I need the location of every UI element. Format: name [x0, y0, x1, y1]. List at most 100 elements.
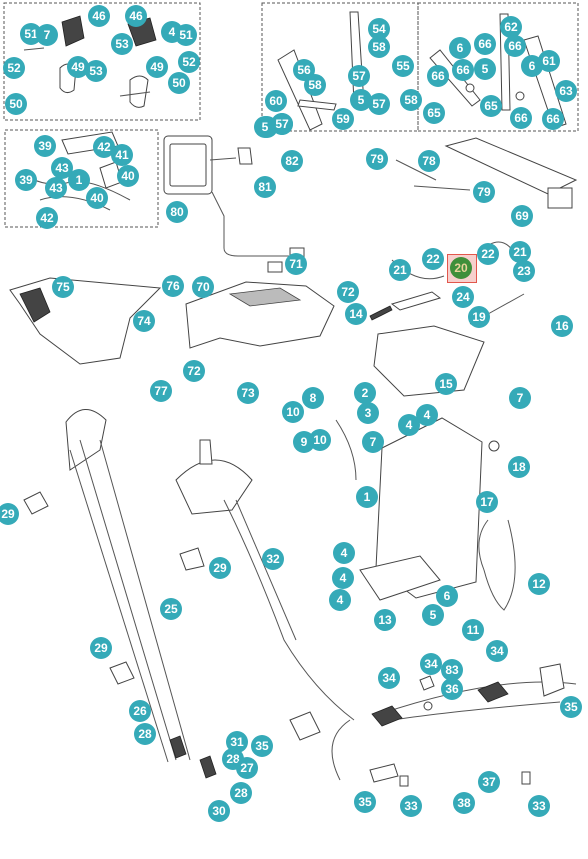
callout-part-69[interactable]: 69 [511, 205, 533, 227]
callout-part-35[interactable]: 35 [251, 735, 273, 757]
callout-part-57[interactable]: 57 [348, 65, 370, 87]
callout-part-38[interactable]: 38 [453, 792, 475, 814]
callout-part-40[interactable]: 40 [117, 165, 139, 187]
callout-part-82[interactable]: 82 [281, 150, 303, 172]
callout-part-75[interactable]: 75 [52, 276, 74, 298]
callout-part-43[interactable]: 43 [45, 177, 67, 199]
callout-part-59[interactable]: 59 [332, 108, 354, 130]
callout-part-1[interactable]: 1 [68, 169, 90, 191]
callout-part-37[interactable]: 37 [478, 771, 500, 793]
callout-part-79[interactable]: 79 [473, 181, 495, 203]
callout-part-5[interactable]: 5 [474, 58, 496, 80]
callout-part-62[interactable]: 62 [500, 16, 522, 38]
callout-part-5[interactable]: 5 [422, 604, 444, 626]
callout-part-53[interactable]: 53 [111, 33, 133, 55]
callout-part-22[interactable]: 22 [422, 248, 444, 270]
callout-part-30[interactable]: 30 [208, 800, 230, 822]
callout-part-21[interactable]: 21 [389, 259, 411, 281]
callout-part-4[interactable]: 4 [333, 542, 355, 564]
callout-part-27[interactable]: 27 [236, 757, 258, 779]
callout-part-25[interactable]: 25 [160, 598, 182, 620]
callout-part-49[interactable]: 49 [67, 56, 89, 78]
callout-part-57[interactable]: 57 [271, 113, 293, 135]
callout-part-52[interactable]: 52 [3, 57, 25, 79]
callout-part-4[interactable]: 4 [329, 589, 351, 611]
callout-part-20[interactable]: 20 [450, 257, 472, 279]
callout-part-29[interactable]: 29 [209, 557, 231, 579]
callout-part-28[interactable]: 28 [134, 723, 156, 745]
callout-part-65[interactable]: 65 [480, 95, 502, 117]
callout-part-35[interactable]: 35 [560, 696, 582, 718]
callout-part-66[interactable]: 66 [427, 65, 449, 87]
callout-part-4[interactable]: 4 [332, 567, 354, 589]
callout-part-54[interactable]: 54 [368, 18, 390, 40]
callout-part-60[interactable]: 60 [265, 90, 287, 112]
callout-part-39[interactable]: 39 [15, 169, 37, 191]
callout-part-32[interactable]: 32 [262, 548, 284, 570]
callout-part-76[interactable]: 76 [162, 275, 184, 297]
callout-part-52[interactable]: 52 [178, 51, 200, 73]
callout-part-58[interactable]: 58 [368, 36, 390, 58]
callout-part-23[interactable]: 23 [513, 260, 535, 282]
callout-part-16[interactable]: 16 [551, 315, 573, 337]
callout-part-19[interactable]: 19 [468, 306, 490, 328]
callout-part-14[interactable]: 14 [345, 303, 367, 325]
callout-part-21[interactable]: 21 [509, 241, 531, 263]
callout-part-34[interactable]: 34 [486, 640, 508, 662]
callout-part-46[interactable]: 46 [88, 5, 110, 27]
callout-part-65[interactable]: 65 [423, 102, 445, 124]
callout-part-6[interactable]: 6 [436, 585, 458, 607]
callout-part-42[interactable]: 42 [36, 207, 58, 229]
callout-part-29[interactable]: 29 [0, 503, 19, 525]
callout-part-81[interactable]: 81 [254, 176, 276, 198]
callout-part-58[interactable]: 58 [304, 74, 326, 96]
callout-part-3[interactable]: 3 [357, 402, 379, 424]
callout-part-72[interactable]: 72 [337, 281, 359, 303]
callout-part-66[interactable]: 66 [510, 107, 532, 129]
callout-part-33[interactable]: 33 [400, 795, 422, 817]
callout-part-50[interactable]: 50 [168, 72, 190, 94]
callout-part-73[interactable]: 73 [237, 382, 259, 404]
callout-part-4[interactable]: 4 [416, 404, 438, 426]
callout-part-13[interactable]: 13 [374, 609, 396, 631]
callout-part-53[interactable]: 53 [85, 60, 107, 82]
callout-part-42[interactable]: 42 [93, 136, 115, 158]
callout-part-36[interactable]: 36 [441, 678, 463, 700]
callout-part-66[interactable]: 66 [504, 35, 526, 57]
callout-part-77[interactable]: 77 [150, 380, 172, 402]
callout-part-41[interactable]: 41 [111, 144, 133, 166]
callout-part-5[interactable]: 5 [254, 116, 276, 138]
callout-part-4[interactable]: 4 [398, 414, 420, 436]
callout-part-70[interactable]: 70 [192, 276, 214, 298]
callout-part-7[interactable]: 7 [362, 431, 384, 453]
callout-part-50[interactable]: 50 [5, 93, 27, 115]
callout-part-35[interactable]: 35 [354, 791, 376, 813]
callout-part-79[interactable]: 79 [366, 148, 388, 170]
callout-part-7[interactable]: 7 [509, 387, 531, 409]
callout-part-31[interactable]: 31 [226, 731, 248, 753]
callout-part-15[interactable]: 15 [435, 373, 457, 395]
callout-part-12[interactable]: 12 [528, 573, 550, 595]
callout-part-46[interactable]: 46 [125, 5, 147, 27]
callout-part-33[interactable]: 33 [528, 795, 550, 817]
callout-part-6[interactable]: 6 [449, 37, 471, 59]
callout-part-43[interactable]: 43 [51, 157, 73, 179]
callout-part-61[interactable]: 61 [538, 50, 560, 72]
callout-part-18[interactable]: 18 [508, 456, 530, 478]
callout-part-26[interactable]: 26 [129, 700, 151, 722]
callout-part-66[interactable]: 66 [452, 59, 474, 81]
callout-part-66[interactable]: 66 [542, 108, 564, 130]
callout-part-17[interactable]: 17 [476, 491, 498, 513]
callout-part-1[interactable]: 1 [356, 486, 378, 508]
callout-part-34[interactable]: 34 [378, 667, 400, 689]
callout-part-10[interactable]: 10 [309, 429, 331, 451]
callout-part-51[interactable]: 51 [175, 24, 197, 46]
callout-part-49[interactable]: 49 [146, 56, 168, 78]
callout-part-10[interactable]: 10 [282, 401, 304, 423]
callout-part-66[interactable]: 66 [474, 33, 496, 55]
callout-part-71[interactable]: 71 [285, 253, 307, 275]
callout-part-24[interactable]: 24 [452, 286, 474, 308]
callout-part-39[interactable]: 39 [34, 135, 56, 157]
callout-part-72[interactable]: 72 [183, 360, 205, 382]
callout-part-28[interactable]: 28 [230, 782, 252, 804]
